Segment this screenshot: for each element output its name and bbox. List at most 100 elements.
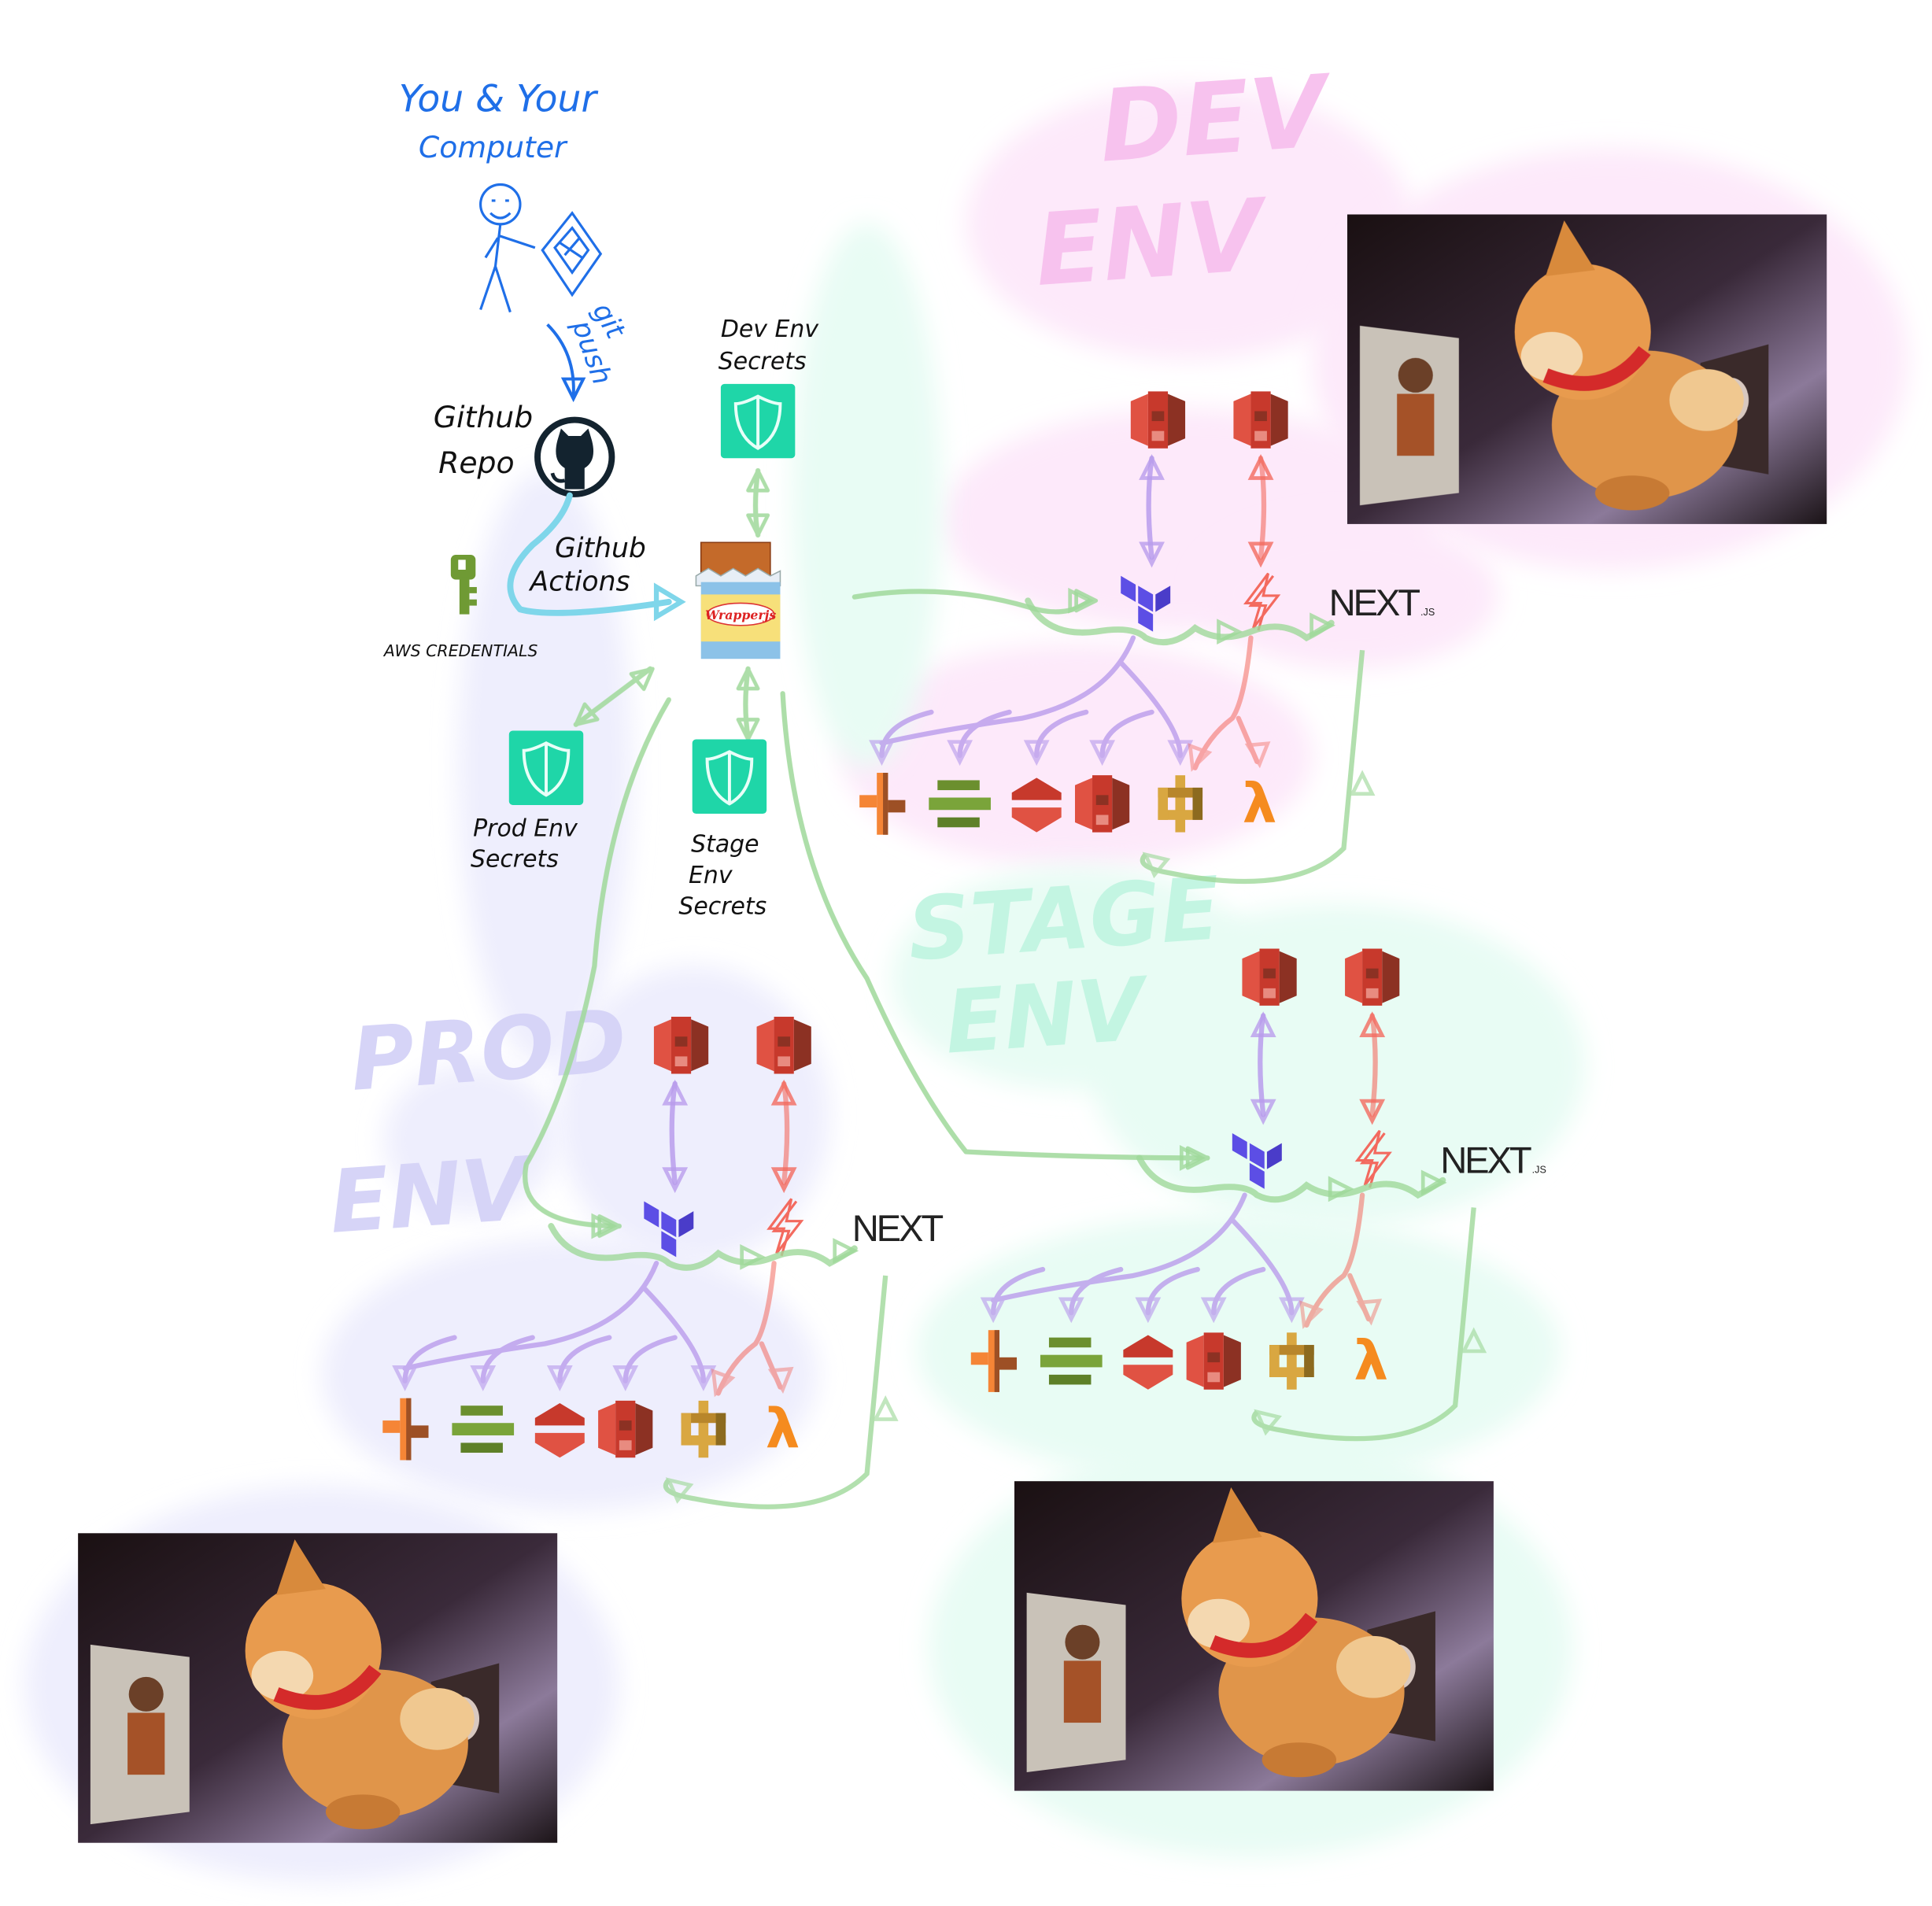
github-repo-label-1: Github <box>434 400 533 434</box>
stage-env-title-2: ENV <box>942 959 1154 1073</box>
s3-bucket-icon <box>1242 948 1297 1006</box>
prod-app-screenshot[interactable] <box>78 1533 558 1843</box>
laptop-icon <box>541 211 603 297</box>
dev-app-screenshot[interactable] <box>1347 214 1827 524</box>
lambda-icon: λ <box>766 1398 800 1461</box>
state-arrow <box>1250 1011 1386 1125</box>
nextjs-logo-suffix: .JS <box>1532 1164 1546 1175</box>
state-arrow <box>662 1079 797 1194</box>
terraform-icon <box>1121 575 1171 632</box>
stage-environment: NEXT.JS λ <box>970 948 1546 1442</box>
stage-secrets-label-3: Secrets <box>678 892 767 920</box>
cloudformation-icon <box>1011 778 1062 833</box>
wrapperjs-logo: Wrapperjs <box>695 541 781 659</box>
aws-credentials-label: AWS CREDENTIALS <box>382 641 538 660</box>
dev-environment: NEXT.JS λ <box>859 391 1435 885</box>
stage-app-screenshot[interactable] <box>1014 1481 1494 1791</box>
github-repo[interactable]: Github Repo <box>434 400 615 497</box>
prod-env-background <box>322 1238 818 1511</box>
github-octocat-icon <box>534 416 615 497</box>
s3-bucket-icon <box>1233 391 1288 449</box>
deploy-flow-stage <box>780 691 1210 1161</box>
sqs-icon <box>929 780 991 828</box>
app-return-arrow <box>1251 1207 1487 1442</box>
serverless-deploy-arrows <box>1299 1192 1383 1329</box>
dev-secrets-label-2: Secrets <box>718 348 807 375</box>
sqs-icon <box>452 1405 515 1453</box>
s3-bucket-icon <box>1130 391 1186 449</box>
stage-env-background <box>1089 903 1586 1227</box>
dev-env-background <box>966 87 1413 360</box>
deployment-flows <box>523 467 1210 1238</box>
s3-bucket-icon <box>598 1400 653 1458</box>
nextjs-logo: NEXT <box>852 1208 944 1250</box>
cloudformation-icon <box>534 1403 585 1458</box>
nextjs-logo: NEXT <box>1329 582 1420 624</box>
s3-bucket-icon <box>1186 1332 1241 1390</box>
lambda-icon: λ <box>1243 773 1277 836</box>
s3-bucket-icon <box>756 1017 811 1074</box>
prod-secrets-vault[interactable] <box>508 730 584 805</box>
s3-bucket-icon <box>1074 775 1130 833</box>
nextjs-logo-suffix: .JS <box>1420 607 1435 618</box>
shiba-avatar <box>1514 220 1744 511</box>
terraform-icon <box>644 1201 694 1258</box>
dev-env-background <box>1201 519 1499 669</box>
cloudfront-icon <box>859 773 906 835</box>
prod-environment: NEXT λ <box>382 1017 945 1509</box>
prod-env-background <box>383 1065 558 1214</box>
cloudfront-icon <box>970 1330 1018 1392</box>
shiba-avatar <box>1181 1487 1411 1778</box>
serverless-deploy-arrows <box>1188 635 1271 772</box>
stage-env-title-1: STAGE <box>905 858 1224 980</box>
github-repo-label-2: Repo <box>438 445 515 480</box>
dev-secrets-arrow <box>752 467 761 538</box>
dev-env-title-1: DEV <box>1095 53 1336 184</box>
prod-secrets-label-2: Secrets <box>471 846 559 874</box>
app-return-arrow <box>1140 649 1376 885</box>
serverless-deploy-arrows <box>711 1261 794 1398</box>
title-line-2: Computer <box>419 130 568 164</box>
deploy-flow <box>548 1213 859 1271</box>
app-screenshots <box>78 214 1827 1843</box>
shiba-avatar <box>245 1539 475 1830</box>
terraform-provision-arrows <box>980 1192 1305 1324</box>
prod-env-title-2: ENV <box>327 1138 538 1253</box>
s3-bucket-icon <box>1345 948 1400 1006</box>
dev-secrets-label-1: Dev Env <box>721 316 819 343</box>
deploy-flow-prod <box>523 697 671 1229</box>
dev-secrets-vault[interactable] <box>720 383 796 459</box>
github-actions-arrow <box>507 492 672 616</box>
shield-icon <box>733 394 782 450</box>
stage-env-background <box>792 223 942 768</box>
cloudfront-icon <box>382 1398 429 1461</box>
aws-credentials[interactable]: AWS CREDENTIALS <box>382 555 538 660</box>
state-arrow <box>1139 454 1274 568</box>
terraform-provision-arrows <box>392 1261 717 1391</box>
sqs-icon <box>1040 1337 1103 1385</box>
environments: NEXT.JS λ NEXT.JS λ NEXT λ <box>382 391 1546 1509</box>
shield-icon <box>705 750 754 806</box>
app-return-arrow <box>663 1275 899 1509</box>
github-actions-arrowhead <box>653 582 686 622</box>
git-push-arrow <box>546 323 586 403</box>
deploy-flow <box>1136 1145 1447 1203</box>
api-gateway-icon <box>1158 775 1203 833</box>
terraform-provision-arrows <box>869 635 1194 766</box>
title-line-1: You & Your <box>399 78 599 121</box>
deploy-flow <box>1025 587 1336 646</box>
s3-bucket-icon <box>653 1017 709 1074</box>
stage-secrets-arrow <box>743 666 751 740</box>
github-actions-label-2: Actions <box>529 567 630 598</box>
dev-env-title-2: ENV <box>1032 177 1273 308</box>
stage-secrets-vault[interactable] <box>692 739 767 814</box>
shield-icon <box>522 741 571 797</box>
stage-secrets-label-2: Env <box>689 862 733 889</box>
key-icon <box>450 555 477 615</box>
wrapperjs-logo-text: Wrapperjs <box>705 608 776 622</box>
developer-section: You & Your Computer git push <box>399 78 631 403</box>
github-actions-label-1: Github <box>555 533 646 564</box>
